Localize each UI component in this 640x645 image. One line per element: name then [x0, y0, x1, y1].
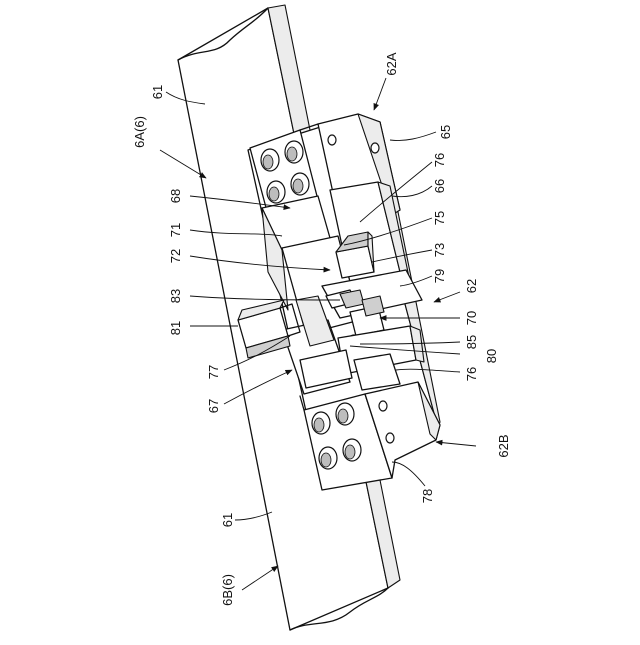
label-78: 78 — [420, 489, 435, 503]
label-61-bottom: 61 — [220, 513, 235, 527]
label-61-top: 61 — [150, 85, 165, 99]
label-80: 80 — [484, 349, 499, 363]
label-66: 66 — [432, 179, 447, 193]
label-62A: 62A — [384, 52, 399, 75]
label-79: 79 — [432, 269, 447, 283]
label-71: 71 — [168, 223, 183, 237]
label-76-bottom: 76 — [464, 367, 479, 381]
label-85: 85 — [464, 335, 479, 349]
label-68: 68 — [168, 189, 183, 203]
label-73: 73 — [432, 243, 447, 257]
label-67: 67 — [206, 399, 221, 413]
label-77: 77 — [206, 365, 221, 379]
label-83: 83 — [168, 289, 183, 303]
label-81: 81 — [168, 321, 183, 335]
label-76-top: 76 — [432, 153, 447, 167]
label-62: 62 — [464, 279, 479, 293]
label-62B: 62B — [496, 434, 511, 457]
label-6B: 6B(6) — [220, 574, 235, 606]
label-72: 72 — [168, 249, 183, 263]
label-65: 65 — [438, 125, 453, 139]
label-75: 75 — [432, 211, 447, 225]
label-70: 70 — [464, 311, 479, 325]
label-6A: 6A(6) — [132, 116, 147, 148]
